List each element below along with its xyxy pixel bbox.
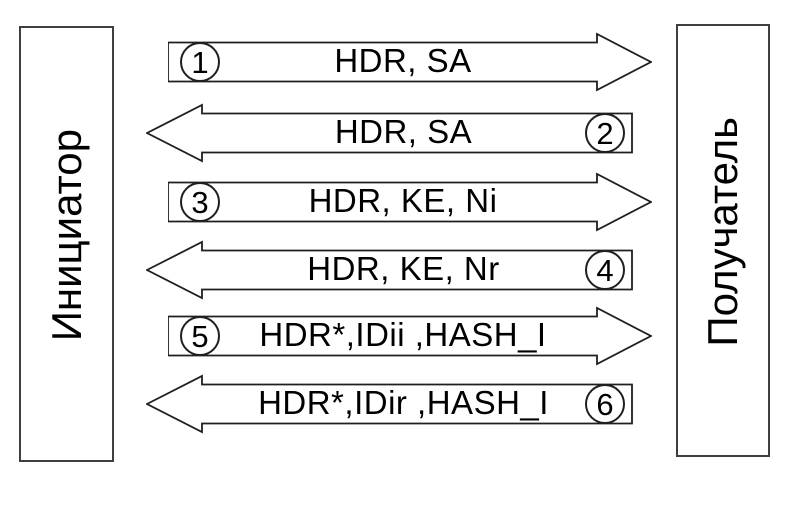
- arrow-right-icon: [168, 172, 652, 232]
- message-label-6: HDR*,IDir ,HASH_I: [258, 384, 549, 422]
- step-badge-3: 3: [180, 182, 220, 222]
- step-number: 6: [596, 386, 614, 422]
- arrow-right-icon: [168, 306, 652, 366]
- step-badge-5: 5: [180, 316, 220, 356]
- step-number: 3: [191, 184, 209, 220]
- arrow-left-icon: [146, 103, 633, 163]
- message-row-5: 5 HDR*,IDii ,HASH_I: [168, 306, 652, 366]
- message-label-1: HDR, SA: [334, 42, 472, 80]
- arrow-right-icon: [168, 32, 652, 92]
- step-number: 5: [191, 318, 209, 354]
- step-number: 1: [191, 44, 209, 80]
- step-badge-1: 1: [180, 42, 220, 82]
- message-label-5: HDR*,IDii ,HASH_I: [259, 316, 547, 354]
- step-number: 2: [596, 115, 614, 151]
- step-badge-4: 4: [585, 250, 625, 290]
- message-row-3: 3 HDR, KE, Ni: [168, 172, 652, 232]
- initiator-box: Инициатор: [19, 26, 114, 462]
- message-label-4: HDR, KE, Nr: [307, 250, 500, 288]
- arrow-left-icon: [146, 374, 633, 434]
- step-badge-6: 6: [585, 384, 625, 424]
- receiver-label: Получатель: [699, 116, 746, 347]
- receiver-box: Получатель: [676, 24, 770, 457]
- message-row-2: 2 HDR, SA: [146, 103, 633, 163]
- step-badge-2: 2: [585, 113, 625, 153]
- message-row-4: 4 HDR, KE, Nr: [146, 240, 633, 300]
- message-label-3: HDR, KE, Ni: [308, 182, 498, 220]
- arrow-left-icon: [146, 240, 633, 300]
- initiator-label: Инициатор: [42, 128, 90, 342]
- step-number: 4: [596, 252, 614, 288]
- message-label-2: HDR, SA: [334, 113, 473, 151]
- message-row-1: 1 HDR, SA: [168, 32, 652, 92]
- message-row-6: 6 HDR*,IDir ,HASH_I: [146, 374, 633, 434]
